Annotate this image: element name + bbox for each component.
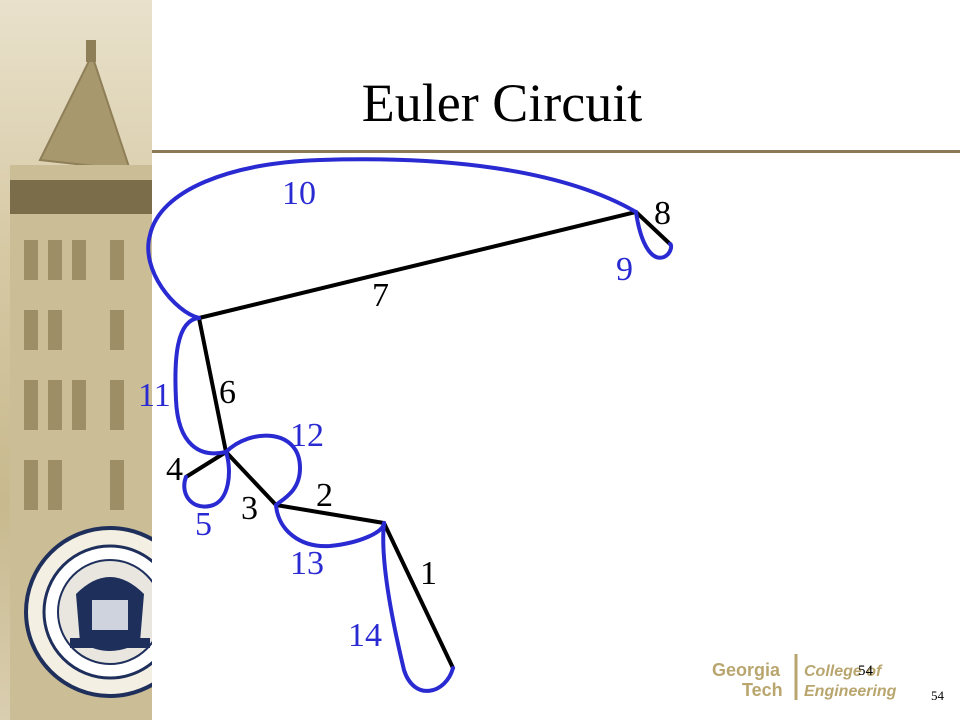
edge-label-3: 3 (241, 490, 258, 527)
building-illustration (10, 40, 152, 720)
edge-label-11: 11 (138, 377, 171, 414)
svg-text:Tech: Tech (742, 680, 783, 700)
svg-text:Engineering: Engineering (804, 683, 897, 700)
edge-label-13: 13 (290, 545, 324, 582)
edge-5 (182, 450, 231, 509)
edge-10 (146, 157, 638, 320)
edge-12 (224, 433, 303, 507)
svg-text:College of: College of (804, 663, 883, 680)
edge-11 (173, 316, 228, 456)
edge-4 (184, 450, 228, 479)
title-underline (152, 150, 960, 153)
svg-text:Georgia: Georgia (712, 660, 781, 680)
edge-6 (197, 316, 228, 454)
page-number-overlay: 54 (858, 663, 873, 679)
edge-label-14: 14 (348, 617, 382, 654)
georgia-tech-college-of-engineering-logo: Georgia Tech College of Engineering (708, 648, 918, 704)
edge-label-12: 12 (290, 417, 324, 454)
edge-label-9: 9 (616, 251, 633, 288)
edge-3 (224, 450, 278, 507)
edge-label-8: 8 (654, 195, 671, 232)
edge-2 (274, 503, 386, 525)
edge-1 (382, 521, 455, 670)
edge-label-2: 2 (316, 477, 333, 514)
edge-9 (634, 210, 674, 260)
edge-label-10: 10 (282, 175, 316, 212)
slide-title: Euler Circuit (361, 73, 643, 133)
edge-label-5: 5 (195, 506, 212, 543)
edge-7 (197, 210, 638, 320)
edge-8 (634, 210, 672, 246)
edge-label-1: 1 (420, 555, 437, 592)
edge-13 (274, 503, 386, 549)
page-number: 54 (931, 688, 944, 703)
edge-label-6: 6 (219, 374, 236, 411)
edge-label-4: 4 (166, 451, 183, 488)
edge-14 (381, 521, 455, 693)
background-building-photo (0, 0, 152, 720)
edge-label-7: 7 (372, 277, 389, 314)
georgia-tech-seal (24, 526, 152, 698)
